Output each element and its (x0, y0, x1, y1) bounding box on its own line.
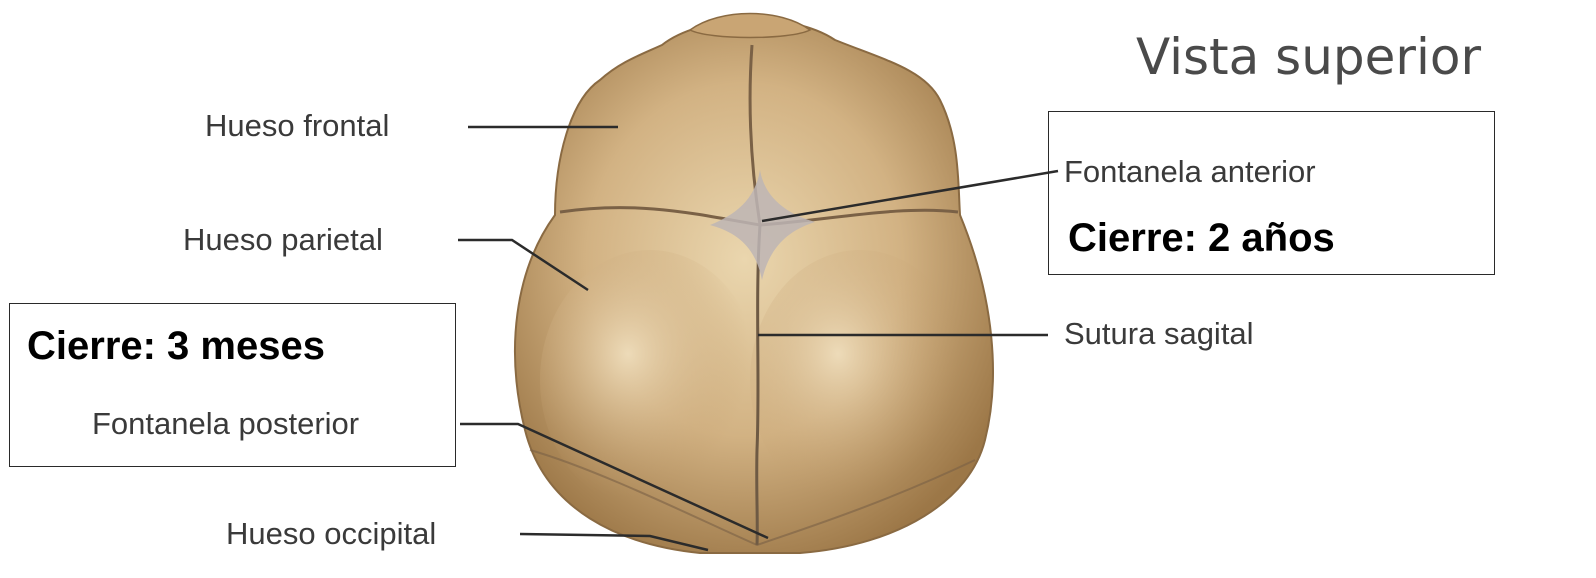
diagram-title: Vista superior (1136, 28, 1481, 86)
right-parietal-highlight (750, 250, 970, 510)
frontal-crest (690, 14, 810, 38)
posterior-closure-note: Cierre: 3 meses (27, 324, 325, 369)
label-occipital-bone: Hueso occipital (226, 516, 436, 552)
anterior-closure-note: Cierre: 2 años (1068, 216, 1335, 261)
label-frontal-bone: Hueso frontal (205, 108, 389, 144)
label-parietal-bone: Hueso parietal (183, 222, 383, 258)
left-parietal-highlight (540, 250, 760, 510)
label-sagittal-suture: Sutura sagital (1064, 316, 1254, 352)
